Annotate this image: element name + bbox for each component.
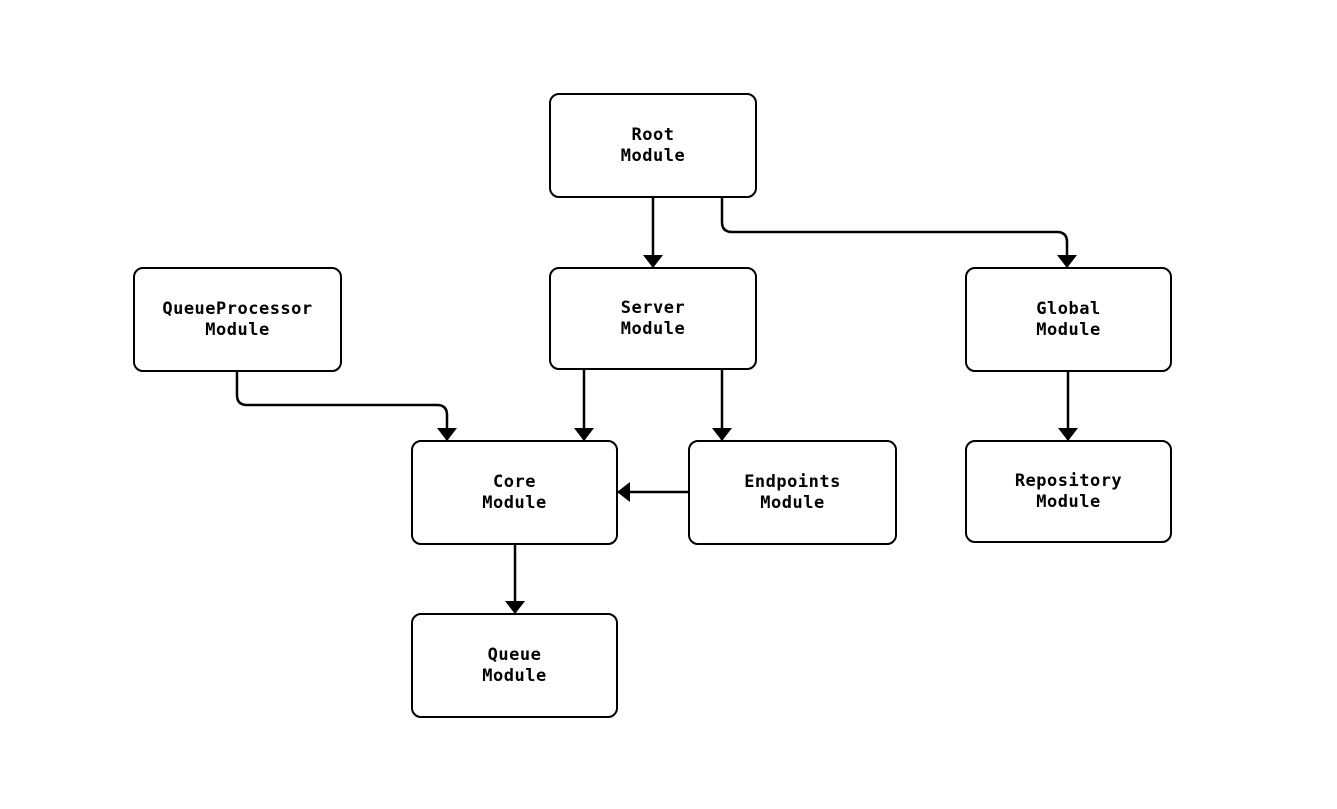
node-global-module: Global Module [965, 267, 1172, 372]
node-root-module: Root Module [549, 93, 757, 198]
node-endpoints-module: Endpoints Module [688, 440, 897, 545]
node-queueprocessor-module: QueueProcessor Module [133, 267, 342, 372]
node-server-module: Server Module [549, 267, 757, 370]
edges-group [235, 198, 1078, 614]
edge-root-to-global [720, 198, 1077, 268]
node-core-module: Core Module [411, 440, 618, 545]
edge-queueprocessor-to-core [235, 372, 457, 441]
node-repository-module: Repository Module [965, 440, 1172, 543]
node-queue-module: Queue Module [411, 613, 618, 718]
